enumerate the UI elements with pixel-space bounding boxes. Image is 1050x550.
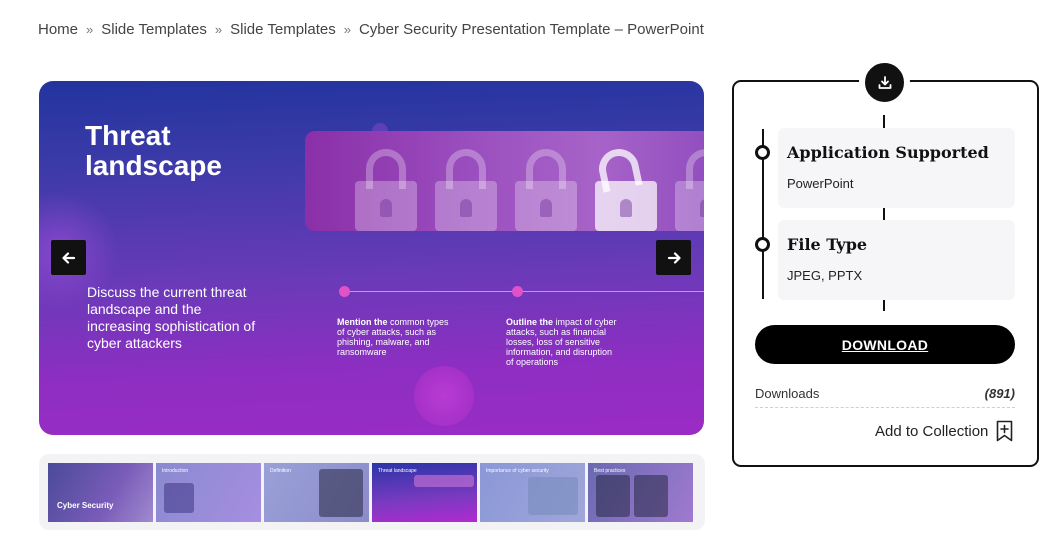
thumbnail-5[interactable]: Importance of cyber security	[480, 463, 585, 522]
application-supported-box: Application Supported PowerPoint	[778, 128, 1015, 208]
thumbnail-1[interactable]: Cyber Security	[48, 463, 153, 522]
thumbnail-title: Cyber Security	[57, 501, 114, 510]
breadcrumb-slide-templates-2[interactable]: Slide Templates	[230, 21, 336, 38]
prev-slide-button[interactable]	[51, 240, 86, 275]
padlock-icon	[435, 149, 497, 231]
decorative-circle	[414, 366, 474, 426]
arrow-left-icon	[61, 251, 75, 264]
lock-image	[305, 131, 704, 231]
thumbnail-3[interactable]: Definition	[264, 463, 369, 522]
connector-tick	[883, 206, 885, 220]
padlock-icon	[355, 149, 417, 231]
download-button[interactable]: DOWNLOAD	[755, 325, 1015, 364]
breadcrumb-slide-templates[interactable]: Slide Templates	[101, 21, 207, 38]
file-type-heading: File Type	[787, 235, 868, 254]
timeline-node	[755, 145, 770, 160]
slide-title: Threat landscape	[85, 120, 222, 181]
connector-line	[762, 129, 764, 299]
file-type-value: JPEG, PPTX	[787, 268, 863, 283]
download-badge	[859, 57, 910, 108]
thumbnail-2[interactable]: Introduction	[156, 463, 261, 522]
file-type-box: File Type JPEG, PPTX	[778, 220, 1015, 300]
thumbnail-title: Importance of cyber security	[486, 468, 549, 474]
connector-tick	[883, 297, 885, 311]
breadcrumb-home[interactable]: Home	[38, 21, 79, 38]
add-to-collection-button[interactable]: Add to Collection	[875, 420, 1013, 442]
next-slide-button[interactable]	[656, 240, 691, 275]
application-supported-value: PowerPoint	[787, 176, 854, 191]
thumbnail-4-active[interactable]: Threat landscape	[372, 463, 477, 522]
thumbnail-strip: Cyber Security Introduction Definition T…	[39, 454, 705, 530]
timeline-dot	[512, 286, 523, 297]
padlock-icon	[675, 149, 704, 231]
thumbnail-6[interactable]: Best practices	[588, 463, 693, 522]
breadcrumb-current: Cyber Security Presentation Template – P…	[358, 21, 704, 38]
slide-preview: Threat landscape Discuss the current thr…	[39, 81, 704, 435]
add-to-collection-label: Add to Collection	[875, 422, 989, 440]
slide-description: Discuss the current threat landscape and…	[87, 284, 256, 351]
open-padlock-icon	[595, 145, 657, 231]
bookmark-add-icon	[997, 420, 1013, 442]
downloads-count: (891)	[984, 386, 1015, 401]
connector-tick	[883, 115, 885, 129]
thumbnail-title: Introduction	[162, 468, 189, 474]
breadcrumb-separator: »	[86, 22, 94, 37]
timeline-node	[755, 237, 770, 252]
thumbnail-title: Definition	[270, 468, 291, 474]
thumbnail-title: Best practices	[594, 468, 626, 474]
padlock-icon	[515, 149, 577, 231]
application-supported-heading: Application Supported	[787, 143, 989, 162]
breadcrumb-separator: »	[343, 22, 351, 37]
arrow-right-icon	[667, 251, 681, 264]
timeline-line	[344, 291, 704, 292]
downloads-label: Downloads	[755, 386, 820, 401]
breadcrumb-separator: »	[214, 22, 223, 37]
breadcrumb: Home » Slide Templates » Slide Templates…	[38, 21, 704, 38]
timeline-dot	[339, 286, 350, 297]
timeline-text-1: Mention the common types of cyber attack…	[337, 317, 449, 357]
thumbnail-title: Threat landscape	[378, 468, 417, 474]
download-icon	[878, 75, 891, 89]
downloads-row: Downloads (891)	[755, 386, 1015, 408]
timeline-text-2: Outline the impact of cyber attacks, suc…	[506, 317, 617, 367]
